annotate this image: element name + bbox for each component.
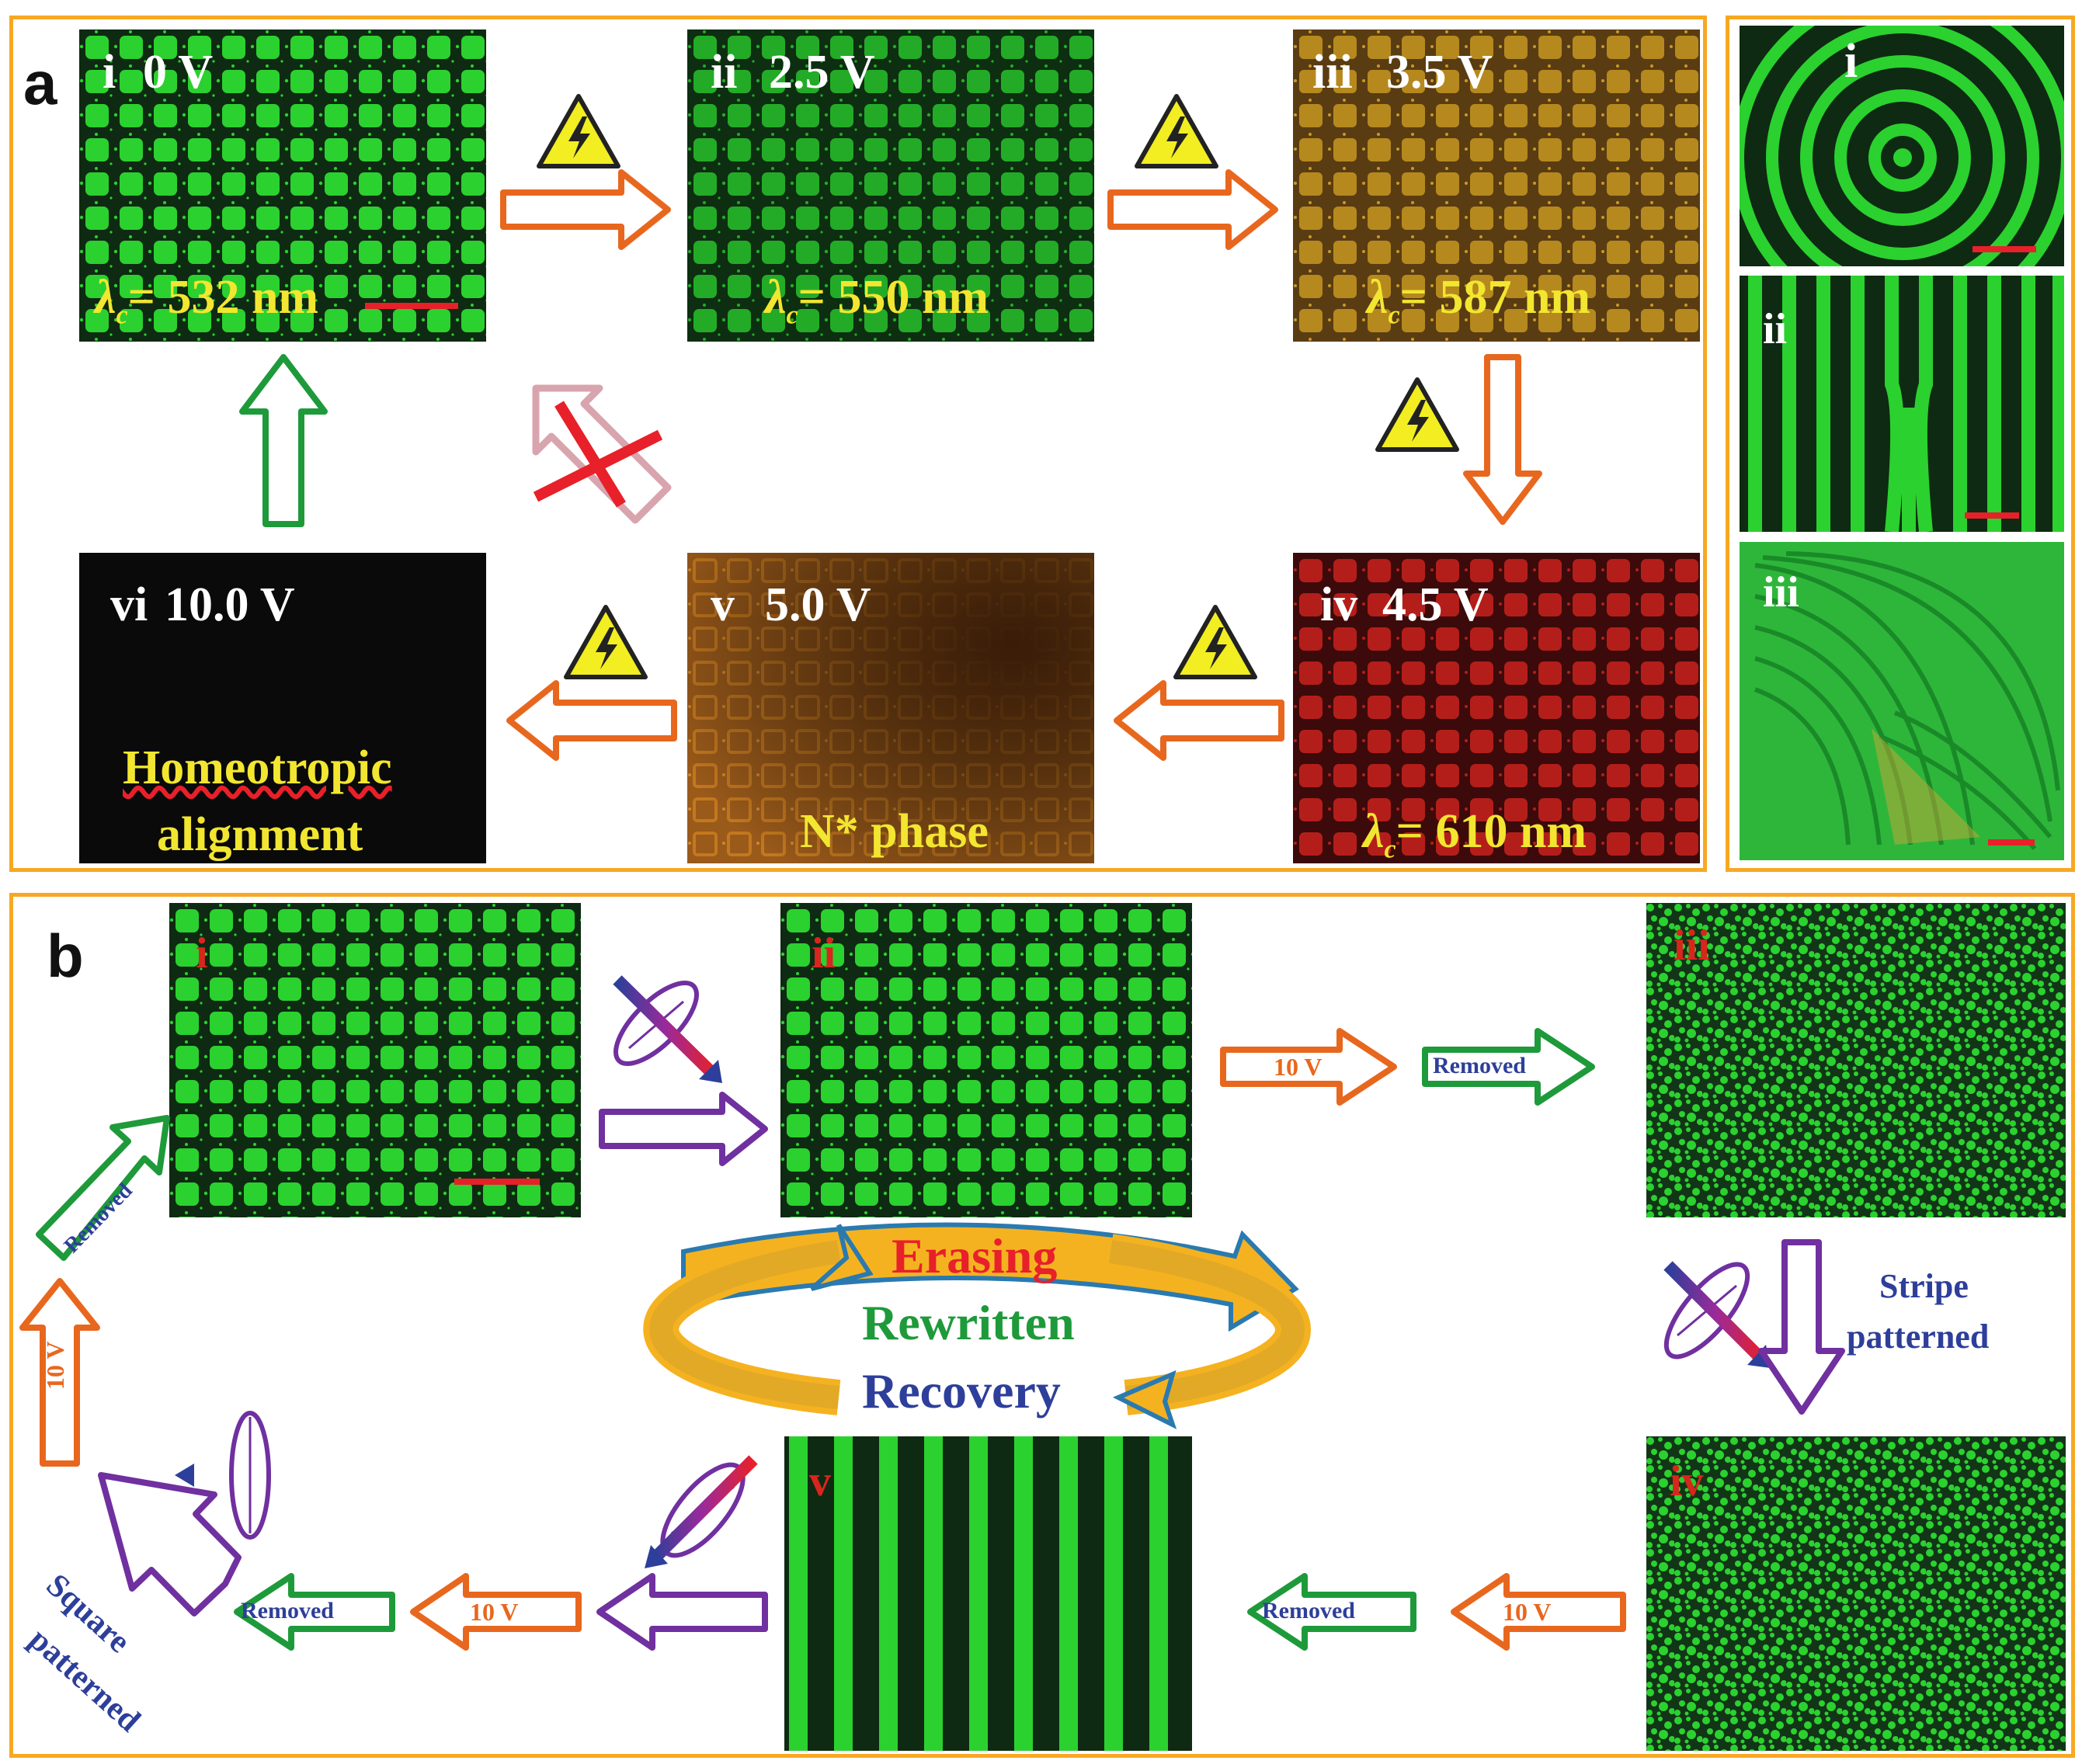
tile-c-iii-roman: iii [1763,568,1799,616]
tile-a-ii-voltage: 2.5 V [769,46,875,99]
stripe-label-1: Stripe [1879,1267,1969,1305]
polarizer-icon [1663,1261,1771,1368]
panel-b-frame [9,893,2075,1758]
arrow-up [239,354,328,527]
tile-a-vi-line2: alignment [157,808,363,861]
micrograph-a-vi [79,553,486,863]
micrograph-a-iv [1293,553,1700,863]
arrow-removed [1247,1573,1416,1651]
arrow-left [506,680,677,761]
micrograph-b-ii [780,903,1192,1217]
lambda-subscript: c [786,300,798,330]
polarizer-icon [613,975,722,1083]
micrograph-c-ii [1740,276,2064,532]
polarizer-icon [645,1455,758,1568]
wavelength-value: = 610 nm [1396,805,1587,858]
tile-c-i-roman: i [1844,35,1858,88]
arrow-10v [410,1573,582,1651]
arrow-removed [234,1573,395,1651]
arrow-removed [1422,1028,1595,1106]
polarizer-icon [175,1411,311,1540]
tile-b-ii-roman: ii [812,929,836,977]
panel-c-frame [1726,16,2075,872]
tile-a-iii-wavelength: λc= 587 nm [1367,273,1590,328]
tile-a-i-voltage: 0 V [143,46,214,99]
arrow-10v [1220,1028,1397,1106]
tile-b-i-roman: i [196,929,208,977]
tile-a-iii-voltage: 3.5 V [1386,46,1493,99]
micrograph-a-i [79,30,486,342]
lambda-subscript: c [1388,300,1400,330]
panel-b-letter: b [47,922,84,990]
arrow-right [500,169,671,250]
tile-a-iv-roman: iv [1320,578,1358,631]
micrograph-b-i [169,903,581,1217]
tile-a-vi-roman: vi [110,578,148,631]
lambda-symbol: λ [765,271,787,324]
micrograph-c-i [1740,26,2064,266]
tile-b-iv-roman: iv [1670,1457,1704,1505]
tile-a-v-roman: v [711,578,735,631]
arrow-right [599,1092,768,1166]
lambda-subscript: c [116,300,128,330]
cycle-word-erasing: Erasing [892,1228,1058,1283]
arrow-10v-label-iv: 10 V [1503,1598,1552,1626]
arrow-removed-label-top: Removed [1433,1053,1526,1078]
micrograph-b-iv [1646,1436,2066,1751]
tile-a-v-voltage: 5.0 V [765,578,871,631]
arrow-down [1758,1239,1845,1415]
panel-a-frame [9,16,1707,872]
wavelength-value: = 587 nm [1399,271,1591,324]
arrow-removed-label-v: Removed [241,1598,334,1623]
tile-b-v-roman: v [809,1457,831,1505]
cycle-word-recovery: Recovery [862,1363,1061,1418]
scale-bar [365,303,458,309]
tile-a-vi-line1: Homeotropic [123,741,392,794]
tile-a-ii-wavelength: λc= 550 nm [765,273,989,328]
arrow-left [596,1573,768,1651]
micrograph-b-iii [1646,903,2066,1217]
arrow-10v-label-left: 10 V [41,1341,69,1390]
wavelength-value: = 532 nm [127,271,319,324]
arrow-removed-label-iv: Removed [1262,1598,1355,1623]
arrow-10v-label-top: 10 V [1274,1053,1323,1081]
cross-mark [554,401,626,508]
micrograph-b-v [784,1436,1192,1751]
tile-b-iii-roman: iii [1674,922,1710,970]
lambda-symbol: λ [1363,805,1385,858]
tile-a-iv-voltage: 4.5 V [1382,578,1489,631]
micrograph-a-iii [1293,30,1700,342]
lambda-subscript: c [1384,835,1396,864]
lambda-symbol: λ [1367,271,1389,324]
tile-a-i-wavelength: λc= 532 nm [95,273,318,328]
arrow-up-left [98,1472,242,1616]
tile-a-v-phase: N* phase [800,805,989,858]
micrograph-a-ii [687,30,1094,342]
tile-c-ii-roman: ii [1763,305,1788,353]
cycle-ring-icon [643,1222,1311,1429]
tile-a-ii-roman: ii [711,46,738,99]
cycle-word-rewritten: Rewritten [862,1295,1075,1350]
lambda-symbol: λ [95,271,116,324]
arrow-removed-diagonal [36,1115,170,1261]
scale-bar [454,1179,540,1185]
tile-a-iv-wavelength: λc= 610 nm [1363,807,1587,863]
blocked-arrow [532,384,672,524]
arrow-down [1463,354,1542,525]
arrow-10v-label-v: 10 V [470,1598,519,1626]
arrow-right [1107,169,1278,250]
panel-a-letter: a [23,49,57,117]
tile-a-vi-voltage: 10.0 V [165,578,295,631]
tile-a-iii-roman: iii [1312,46,1353,99]
stripe-label-2: patterned [1847,1318,1990,1356]
micrograph-c-iii [1740,542,2064,860]
arrow-10v-up [19,1278,100,1467]
arrow-10v [1451,1573,1626,1651]
micrograph-a-v [687,553,1094,863]
arrow-left [1114,680,1284,761]
wavelength-value: = 550 nm [798,271,989,324]
tile-a-i-roman: i [103,46,116,99]
